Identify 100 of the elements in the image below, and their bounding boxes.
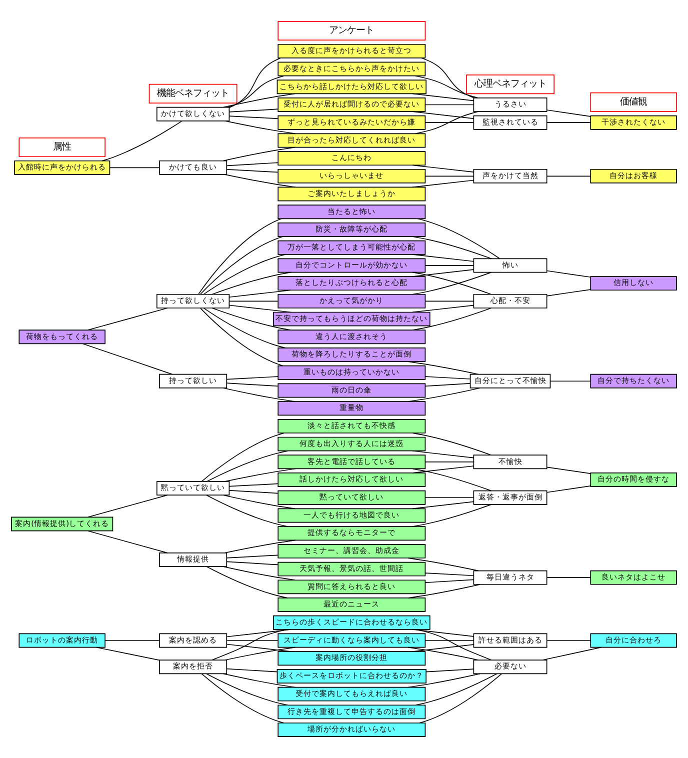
node-box: こんにちわ [278,151,426,166]
connector [408,673,480,688]
connector [87,530,168,554]
connector [546,640,591,641]
node-box: 自分にとって不愉快 [470,374,551,388]
connector [546,110,591,117]
node-box: 必要ない [473,660,548,674]
connector [226,561,278,566]
node-box: 淡々と話されても不快感 [278,418,426,434]
node-box: 落としたりぶつけられると心配 [278,276,426,291]
connector [412,236,492,260]
node-box: 不安で持ってもらうほどの荷物は持たない [273,312,430,326]
connector [224,120,296,134]
connector [206,450,288,482]
node-box: 違う人に渡されそう [278,330,426,344]
connector [224,540,296,554]
connector [226,640,278,641]
node-box: 受付で案内してもらえれば良い [278,686,426,702]
connector [226,162,278,166]
connector [226,554,278,558]
node-box: 価値観 [590,92,677,112]
connector [229,304,292,313]
node-box: 自分でコントロールが効かない [278,258,426,273]
connector [412,180,474,188]
connector [226,668,278,672]
connector [425,265,474,266]
connector [226,644,292,652]
node-box: 機能ベネフィット [148,84,238,104]
connector [222,494,296,510]
connector [425,572,474,576]
connector [110,167,160,168]
connector [546,176,591,177]
node-box: 黙っていて欲しい [156,481,230,496]
connector [412,629,474,637]
connector [412,501,474,510]
connector [212,308,292,330]
connector [212,629,288,660]
node-box: 何度も出入りする人には迷惑 [278,436,426,452]
node-box: 心配・不安 [473,294,548,308]
node-box: 案内を認める [159,633,228,648]
node-box: 重いものは持っていかない [278,365,426,380]
node-box: かけて欲しくない [156,106,230,122]
connector [425,497,474,498]
node-box: 毎日違うネタ [473,570,548,585]
connector [224,468,296,482]
connector [412,164,474,173]
node-box: 自分に合わせろ [590,633,677,648]
node-box: 黙っていて欲しい [278,490,426,505]
node-box: 許せる範囲はある [473,633,548,648]
node-box: 情報提供 [159,552,228,567]
connector [200,308,284,366]
node-box: 歩くペースをロボットに合わせるのか？ [276,669,426,684]
node-box: ロボットの案内行動 [18,633,106,648]
connector [414,111,478,134]
connector [416,629,492,660]
connector [200,236,284,294]
node-box: 怖い [473,258,548,273]
connector [425,376,470,380]
node-box: 目が合ったら対応してくれれば良い [278,133,426,148]
node-box: 持って欲しい [159,374,228,388]
connector [412,93,474,102]
node-box: 監視されている [473,115,548,130]
connector [425,383,470,387]
node-box: うるさい [473,98,548,112]
node-box: 声をかけて当然 [473,168,548,184]
connector [203,308,286,348]
connector [227,76,284,108]
connector [226,169,278,173]
node-box: かえって気がかり [278,294,426,308]
node-box: 不愉快 [473,454,548,470]
node-box: 自分で持ちたくない [590,374,677,388]
connector [222,93,296,108]
connector [425,640,474,641]
node-box: 持って欲しくない [156,294,230,308]
connector [87,308,168,330]
node-box: 一人でも行ける地図で良い [278,508,426,523]
connector [412,304,474,313]
connector [212,272,292,295]
connector [425,122,474,124]
node-box: こちらの歩くスピードに合わせるなら良い [273,615,430,630]
connector [198,218,282,295]
connector [96,646,160,661]
connector [542,646,602,660]
node-box: 雨の日の傘 [278,383,426,398]
node-box: ずっと見られているみたいだから嫌 [278,115,426,130]
node-box: 入館時に声をかけられる [14,160,110,175]
connector [546,486,591,493]
node-box: 案内(情報提供)してくれる [11,516,114,532]
node-box: 天気予報、景気の話、世間話 [278,562,426,576]
connector [546,270,591,278]
connector [203,254,286,295]
connector [201,673,284,724]
connector [228,58,281,108]
connector [418,673,502,724]
connector [412,504,492,527]
node-box: いらっしゃいませ [278,168,426,184]
node-box: 受付に人が居れば聞けるので必要ない [278,98,426,112]
node-box: 荷物をもってくれる [18,330,106,344]
node-box: 荷物を降ろしたりすることが面倒 [278,348,426,362]
connector [550,380,591,382]
